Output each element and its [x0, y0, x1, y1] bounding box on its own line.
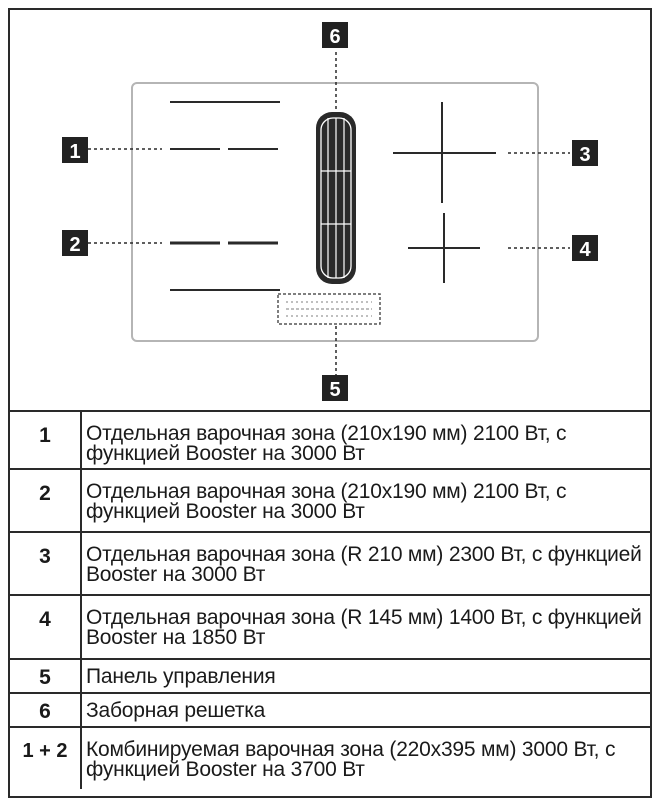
row-number: 4: [10, 594, 82, 659]
callout-5-label: 5: [329, 379, 340, 401]
zone-4-mark: [408, 213, 480, 283]
row-description: Отдельная варочная зона (R 210 мм) 2300 …: [81, 531, 650, 595]
row-description: Заборная решетка: [81, 692, 650, 727]
callout-4: 4: [572, 235, 598, 261]
table-row: 1 Отдельная варочная зона (210x190 мм) 2…: [10, 410, 650, 469]
table-row: 4 Отдельная варочная зона (R 145 мм) 140…: [10, 594, 650, 659]
leader-lines: [88, 52, 570, 375]
row-number: 5: [10, 658, 82, 693]
row-description: Отдельная варочная зона (210x190 мм) 210…: [81, 410, 650, 469]
callout-4-label: 4: [579, 239, 591, 261]
callout-1-label: 1: [69, 141, 80, 163]
row-number: 6: [10, 692, 82, 727]
callout-6-label: 6: [329, 26, 340, 48]
callout-2-label: 2: [69, 234, 80, 256]
row-number: 2: [10, 468, 82, 532]
callout-5: 5: [322, 375, 348, 401]
row-number: 1 + 2: [10, 726, 82, 789]
table-row: 1 + 2 Комбинируемая варочная зона (220x3…: [10, 726, 650, 789]
callout-2: 2: [62, 230, 88, 256]
row-description: Отдельная варочная зона (210x190 мм) 210…: [81, 468, 650, 532]
vent-grill: [316, 112, 356, 284]
zone-3-mark: [393, 102, 496, 203]
callout-6: 6: [322, 22, 348, 48]
table-row: 5 Панель управления: [10, 658, 650, 693]
legend-table: 1 Отдельная варочная зона (210x190 мм) 2…: [10, 410, 650, 789]
figure-frame: 1 2 3 4 5 6 1 Отдельная варочная зона (2…: [8, 8, 652, 798]
control-panel: [277, 293, 381, 325]
row-number: 3: [10, 531, 82, 595]
callout-3-label: 3: [579, 144, 590, 166]
left-zone-marks: [170, 101, 280, 291]
table-row: 6 Заборная решетка: [10, 692, 650, 727]
row-number: 1: [10, 410, 82, 469]
hob-outline: [131, 82, 539, 342]
table-row: 3 Отдельная варочная зона (R 210 мм) 230…: [10, 531, 650, 595]
callout-3: 3: [572, 140, 598, 166]
table-row: 2 Отдельная варочная зона (210x190 мм) 2…: [10, 468, 650, 532]
row-description: Отдельная варочная зона (R 145 мм) 1400 …: [81, 594, 650, 659]
row-description: Комбинируемая варочная зона (220x395 мм)…: [81, 726, 650, 789]
row-description: Панель управления: [81, 658, 650, 693]
callout-1: 1: [62, 137, 88, 163]
hob-diagram: 1 2 3 4 5 6: [62, 22, 598, 401]
